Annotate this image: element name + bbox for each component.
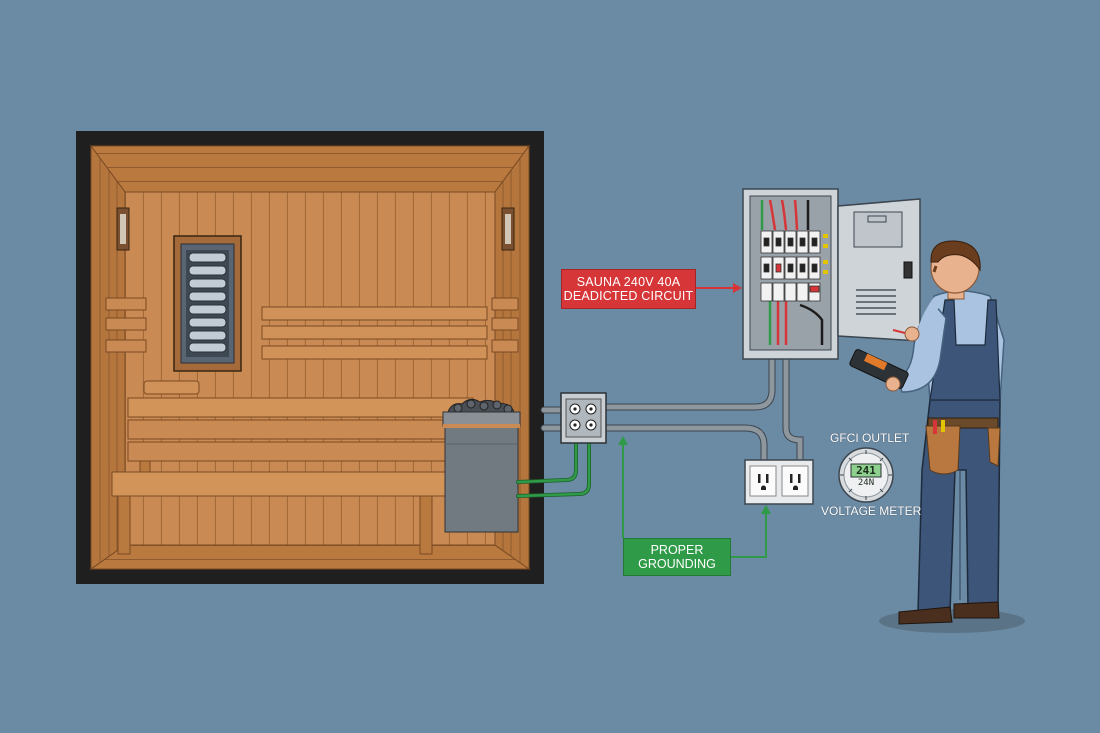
dedicated-circuit-label: SAUNA 240V 40A DEADICTED CIRCUIT [561, 269, 696, 309]
meter-display-value: 241 [856, 464, 876, 477]
electrical-panel-icon [742, 188, 921, 360]
grounding-label: PROPER GROUNDING [623, 538, 731, 576]
grounding-label-line2: GROUNDING [638, 557, 716, 571]
gfci-outlet-icon [744, 459, 814, 505]
sauna-heater-icon [442, 398, 521, 533]
circuit-label-line2: DEADICTED CIRCUIT [563, 289, 694, 303]
voltage-meter-icon [838, 447, 894, 503]
gfci-outlet-label: GFCI OUTLET [830, 431, 910, 445]
voltage-meter-label: VOLTAGE METER [821, 504, 922, 518]
meter-subreading: 24N [857, 478, 875, 488]
infrared-heater-panel [173, 235, 242, 372]
circuit-label-line1: SAUNA 240V 40A [576, 274, 681, 289]
electrician-figure [849, 240, 1025, 633]
grounding-label-line1: PROPER [650, 542, 704, 557]
callout-arrows [618, 283, 771, 558]
junction-box [560, 392, 607, 444]
conduit-runs [516, 354, 804, 498]
